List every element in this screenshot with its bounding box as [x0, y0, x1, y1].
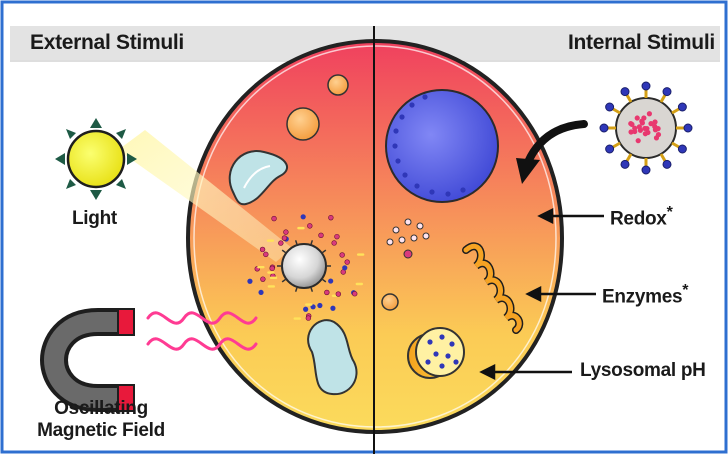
label-redox-text: Redox [610, 208, 667, 229]
cargo-dot [283, 230, 288, 235]
pn-core-dot [647, 111, 652, 116]
pn-ligand-head [642, 82, 650, 90]
pn-core-dot [635, 115, 640, 120]
pn-ligand-head [600, 124, 608, 132]
cargo-dot [258, 290, 263, 295]
cargo-dot [301, 214, 306, 219]
pn-ligand-head [642, 166, 650, 174]
label-enzymes-text: Enzymes [602, 286, 682, 307]
pn-ligand-head [678, 145, 686, 153]
label-magnetic-line1: Oscillating [36, 398, 166, 420]
label-light: Light [72, 208, 117, 230]
pn-core-dot [640, 120, 645, 125]
cargo-dot [352, 291, 357, 296]
asterisk-enzymes: * [682, 282, 688, 299]
cargo-dot [336, 292, 341, 297]
pn-core-dot [652, 124, 657, 129]
asterisk-redox: * [667, 204, 673, 221]
cargo-dot [303, 307, 308, 312]
cargo-dot [345, 260, 350, 265]
cargo-dot [319, 233, 324, 238]
cargo-dot [263, 252, 268, 257]
cargo-dot [332, 241, 337, 246]
pn-core-dot [628, 129, 633, 134]
cargo-dot [282, 236, 287, 241]
cargo-dot [328, 215, 333, 220]
cargo-dot [324, 290, 329, 295]
cargo-dot [260, 247, 265, 252]
cargo-dot [272, 216, 277, 221]
pn-ligand-head [621, 160, 629, 168]
pn-ligand-head [606, 103, 614, 111]
pn-ligand-head [684, 124, 692, 132]
cargo-dot [247, 279, 252, 284]
orange-vesicle-small [382, 294, 398, 310]
pn-ligand-head [621, 88, 629, 96]
pn-core-dot [628, 121, 633, 126]
cargo-dot [330, 306, 335, 311]
pn-core-dot [642, 126, 647, 131]
pn-ligand-head [663, 88, 671, 96]
cargo-dot [328, 278, 333, 283]
cargo-dot [307, 223, 312, 228]
pn-ligand-head [606, 145, 614, 153]
cargo-dot [317, 303, 322, 308]
nucleus [386, 90, 498, 202]
label-magnetic-field: Oscillating Magnetic Field [36, 398, 166, 442]
pn-core-dot [632, 126, 637, 131]
cargo-dot [278, 241, 283, 246]
label-magnetic-line2: Magnetic Field [36, 420, 166, 442]
header-external-stimuli: External Stimuli [30, 26, 184, 60]
cargo-dot [335, 234, 340, 239]
cargo-dot [270, 266, 275, 271]
pn-ligand-head [663, 160, 671, 168]
header-internal-stimuli: Internal Stimuli [568, 26, 715, 60]
label-redox: Redox* [610, 204, 673, 230]
pn-core-dot [636, 138, 641, 143]
pn-ligand-head [678, 103, 686, 111]
cargo-dot [342, 265, 347, 270]
label-lysosomal-ph: Lysosomal pH [580, 360, 706, 382]
cargo-dot [260, 277, 265, 282]
pn-core-dot [654, 135, 659, 140]
label-enzymes: Enzymes* [602, 282, 688, 308]
cargo-dot [306, 316, 311, 321]
sun-icon [55, 118, 137, 200]
cargo-dot [340, 253, 345, 258]
